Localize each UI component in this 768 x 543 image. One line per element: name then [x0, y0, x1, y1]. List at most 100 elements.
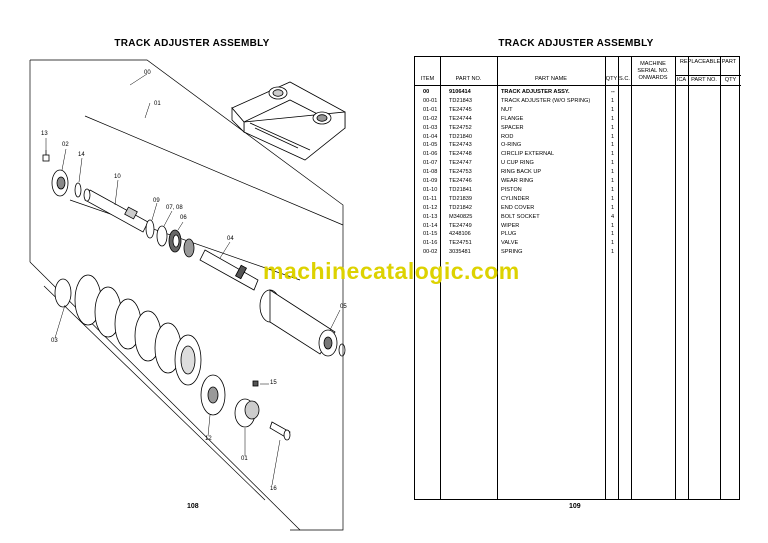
part-name-cell: PISTON: [501, 186, 522, 193]
part-no-cell: 9106414: [449, 89, 471, 95]
item-cell: 01-13: [423, 213, 438, 220]
part-name-cell: BOLT SOCKET: [501, 213, 540, 220]
qty-cell: 1: [611, 195, 615, 202]
callout-05: 05: [340, 304, 347, 310]
table-row: 01-02 TE24744 FLANGE 1: [415, 115, 741, 124]
header-sc: S.C.: [619, 76, 630, 82]
qty-cell: 1: [611, 142, 615, 149]
part-name-cell: SPRING: [501, 249, 523, 256]
callout-16: 16: [270, 486, 277, 492]
qty-cell: 1: [611, 222, 615, 229]
part-name-cell: TRACK ADJUSTER (W/O SPRING): [501, 97, 591, 104]
header-ica: ICA: [676, 77, 687, 83]
callout-09: 09: [153, 198, 160, 204]
qty-cell: 1: [611, 204, 615, 211]
callout-01: 01: [154, 101, 161, 107]
part-name-cell: RING BACK UP: [501, 169, 542, 176]
part-name-cell: VALVE: [501, 240, 519, 247]
part-no-cell: 3035481: [449, 249, 471, 256]
callout-01b: 01: [241, 456, 248, 462]
qty-cell: 1: [611, 178, 615, 184]
table-row: 00 9106414 TRACK ADJUSTER ASSY. --: [415, 88, 741, 97]
part-no-cell: 4248106: [449, 231, 471, 238]
qty-cell: 1: [611, 124, 615, 131]
item-cell: 01-15: [423, 231, 438, 238]
part-name-cell: U CUP RING: [501, 160, 534, 167]
item-cell: 00-01: [423, 97, 438, 104]
part-no-cell: TE24753: [449, 169, 472, 176]
callout-03: 03: [51, 338, 58, 344]
table-row: 01-09 TE24746 WEAR RING 1: [415, 177, 741, 186]
part-no-cell: M340825: [449, 213, 473, 220]
item-cell: 01-04: [423, 133, 438, 140]
item-cell: 01-03: [423, 124, 438, 131]
callout-06: 06: [180, 215, 187, 221]
qty-cell: 1: [611, 115, 615, 122]
part-name-cell: CYLINDER: [501, 195, 530, 202]
part-no-cell: TD21839: [449, 195, 473, 202]
item-cell: 01-16: [423, 240, 438, 247]
header-replaceable-part: REPLACEABLE PART: [679, 59, 737, 65]
parts-table: ITEM PART NO. PART NAME QTY S.C. MACHINE…: [414, 56, 741, 500]
callout-10: 10: [114, 174, 121, 180]
exploded-diagram: [29, 59, 346, 531]
callout-12: 12: [205, 436, 212, 442]
item-cell: 01-07: [423, 160, 438, 167]
item-cell: 01-11: [423, 195, 437, 202]
part-no-cell: TD21841: [449, 186, 473, 193]
left-page: TRACK ADJUSTER ASSEMBLY: [29, 38, 347, 531]
part-no-cell: TD21840: [449, 133, 473, 140]
part-no-cell: TE24743: [449, 142, 472, 149]
part-name-cell: SPACER: [501, 124, 524, 131]
part-no-cell: TD21842: [449, 204, 473, 211]
item-cell: 01-10: [423, 186, 438, 193]
part-no-cell: TE24748: [449, 151, 472, 158]
qty-cell: 1: [611, 240, 615, 247]
part-no-cell: TD21843: [449, 97, 473, 104]
callout-14: 14: [78, 152, 85, 158]
part-no-cell: TE24752: [449, 124, 472, 131]
part-name-cell: ROD: [501, 133, 514, 140]
table-row: 01-04 TD21840 ROD 1: [415, 133, 741, 142]
part-name-cell: WEAR RING: [501, 178, 534, 184]
item-cell: 01-08: [423, 169, 438, 176]
qty-cell: 1: [611, 133, 615, 140]
part-no-cell: TE24751: [449, 240, 472, 247]
qty-cell: 1: [611, 106, 615, 113]
item-cell: 01-06: [423, 151, 438, 158]
part-name-cell: O-RING: [501, 142, 522, 149]
item-cell: 01-09: [423, 178, 438, 184]
callout-00: 00: [144, 70, 151, 76]
part-no-cell: TE24744: [449, 115, 472, 122]
item-cell: 00: [423, 89, 430, 95]
header-rep-part-no: PART NO.: [691, 77, 717, 83]
part-name-cell: CIRCLIP EXTERNAL: [501, 151, 555, 158]
part-name-cell: FLANGE: [501, 115, 524, 122]
watermark-text: machinecatalogic.com: [263, 258, 520, 284]
qty-cell: 1: [611, 97, 615, 104]
table-row: 01-03 TE24752 SPACER 1: [415, 124, 741, 133]
item-cell: 01-12: [423, 204, 438, 211]
table-row: 01-16 TE24751 VALVE 1: [415, 239, 741, 248]
callout-04: 04: [227, 236, 234, 242]
part-no-cell: TE24746: [449, 178, 472, 184]
part-name-cell: TRACK ADJUSTER ASSY.: [501, 89, 570, 95]
part-name-cell: NUT: [501, 106, 513, 113]
callout-02: 02: [62, 142, 69, 148]
item-cell: 00-02: [423, 249, 438, 256]
header-item: ITEM: [420, 76, 435, 82]
header-part-name: PART NAME: [534, 76, 568, 82]
part-name-cell: PLUG: [501, 231, 517, 238]
qty-cell: --: [611, 89, 615, 95]
item-cell: 01-02: [423, 115, 438, 122]
item-cell: 01-01: [423, 106, 438, 113]
